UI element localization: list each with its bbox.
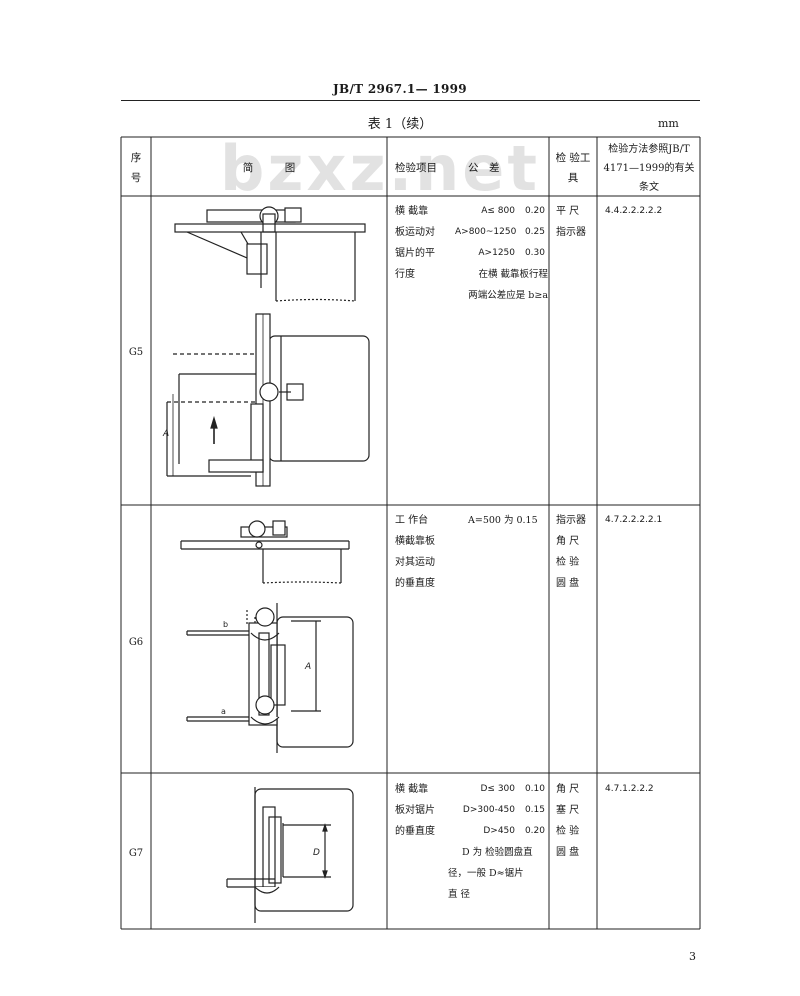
col-header-item: 检验项目 — [395, 162, 437, 174]
tol-g5-val-3: 0.30 — [524, 248, 545, 258]
method-g5: 4.4.2.2.2.2.2 — [605, 206, 663, 216]
tools-g7-line-2: 塞 尺 — [556, 805, 580, 816]
tol-g7-val-3: 0.20 — [524, 826, 545, 836]
unit-label: mm — [658, 117, 679, 130]
tol-g7-cond-3: D>450 — [483, 826, 515, 836]
col-header-no-text: 序号 — [130, 152, 142, 184]
tol-note-g5-line-1: 在横 截靠板行程 — [478, 269, 548, 280]
tol-g7-val-2: 0.15 — [524, 805, 545, 815]
tol-g5-cond-1: A≤ 800 — [481, 206, 515, 216]
item-g5-line-3: 锯片的平 — [395, 248, 435, 259]
item-g5-line-2: 板运动对 — [395, 227, 435, 238]
diagram-g5: A — [162, 206, 370, 487]
tol-g7-val-1: 0.10 — [524, 784, 545, 794]
row-number-g7: G7 — [128, 848, 144, 859]
col-header-no: 序号 — [121, 148, 151, 188]
tools-g7: 角 尺 塞 尺 检 验 圆 盘 — [556, 779, 596, 863]
row-number-g5: G5 — [128, 347, 144, 358]
item-g5: 横 截靠 板运动对 锯片的平 行度 — [395, 201, 453, 285]
tools-g7-line-4: 圆 盘 — [556, 847, 580, 858]
diagram-g5-dim-label: A — [162, 429, 169, 439]
tools-g5: 平 尺 指示器 — [556, 201, 596, 243]
method-g7: 4.7.1.2.2.2 — [605, 784, 654, 794]
page-number: 3 — [689, 950, 696, 963]
tools-g6-line-4: 圆 盘 — [556, 578, 580, 589]
col-header-tools-text: 检 验工 具 — [555, 152, 591, 184]
tools-g6: 指示器 角 尺 检 验 圆 盘 — [556, 510, 596, 594]
col-header-tools: 检 验工 具 — [553, 148, 593, 188]
diagram-g7-dim-label: D — [313, 848, 320, 858]
tools-g6-line-1: 指示器 — [556, 515, 586, 526]
header-rule — [121, 100, 700, 101]
tools-g6-line-3: 检 验 — [556, 557, 580, 568]
tools-g5-line-1: 平 尺 — [556, 206, 580, 217]
item-g7-line-1: 横 截靠 — [395, 784, 429, 795]
item-g6-line-3: 对其运动 — [395, 557, 435, 568]
tolerance-note-g7: D 为 检验圆盘直 径，一般 D≈锯片 直 径 — [448, 842, 546, 905]
tol-g5-cond-3: A>1250 — [478, 248, 515, 258]
row-number-g6: G6 — [128, 637, 144, 648]
tolerance-note-g5: 在横 截靠板行程 两端公差应是 b≥a — [452, 264, 548, 306]
diagram-g6: b a A — [180, 520, 354, 753]
standard-header: JB/T 2967.1— 1999 — [333, 82, 467, 96]
tol-note-g5-line-2: 两端公差应是 b≥a — [468, 290, 548, 301]
diagram-g7: D — [226, 787, 354, 923]
tools-g7-line-3: 检 验 — [556, 826, 580, 837]
tools-g7-line-1: 角 尺 — [556, 784, 580, 795]
diagram-g6-dim-label: A — [304, 662, 311, 672]
item-g6-line-1: 工 作台 — [395, 515, 429, 526]
item-g6-line-4: 的垂直度 — [395, 578, 435, 589]
col-header-method: 检验方法参照JB/T 4171—1999的有关条文 — [603, 144, 695, 193]
tools-g5-line-2: 指示器 — [556, 227, 586, 238]
item-g7-line-2: 板对锯片 — [395, 805, 435, 816]
tol-note-g7-line-3: 直 径 — [448, 889, 471, 900]
tol-g5-cond-2: A>800~1250 — [455, 227, 517, 237]
item-g5-line-4: 行度 — [395, 269, 415, 280]
item-g6: 工 作台 横截靠板 对其运动 的垂直度 — [395, 510, 453, 594]
tol-note-g7-line-1: D 为 检验圆盘直 — [462, 847, 533, 858]
item-g6-line-2: 横截靠板 — [395, 536, 435, 547]
diagram-g6-b-label: b — [223, 620, 228, 629]
item-g7: 横 截靠 板对锯片 的垂直度 — [395, 779, 453, 842]
table-title: 表 1（续） — [367, 117, 433, 132]
tools-g6-line-2: 角 尺 — [556, 536, 580, 547]
tol-note-g7-line-2: 径，一般 D≈锯片 — [448, 868, 524, 879]
item-g7-line-3: 的垂直度 — [395, 826, 435, 837]
diagram-g6-a-label: a — [221, 707, 226, 716]
col-header-tolerance: 公 差 — [468, 162, 500, 174]
item-g5-line-1: 横 截靠 — [395, 206, 429, 217]
tol-g5-val-1: 0.20 — [524, 206, 545, 216]
col-header-diagram: 简 图 — [242, 162, 296, 174]
tolerance-g6: A=500 为 0.15 — [468, 515, 538, 526]
tol-g5-val-2: 0.25 — [524, 227, 545, 237]
method-g6: 4.7.2.2.2.2.1 — [605, 515, 663, 525]
tol-g7-cond-1: D≤ 300 — [480, 784, 515, 794]
tolerance-g5: A≤ 800 0.20 A>800~1250 0.25 A>1250 0.30 — [455, 201, 545, 264]
tolerance-g7: D≤ 300 0.10 D>300-450 0.15 D>450 0.20 — [455, 779, 545, 842]
tol-g7-cond-2: D>300-450 — [462, 805, 515, 815]
